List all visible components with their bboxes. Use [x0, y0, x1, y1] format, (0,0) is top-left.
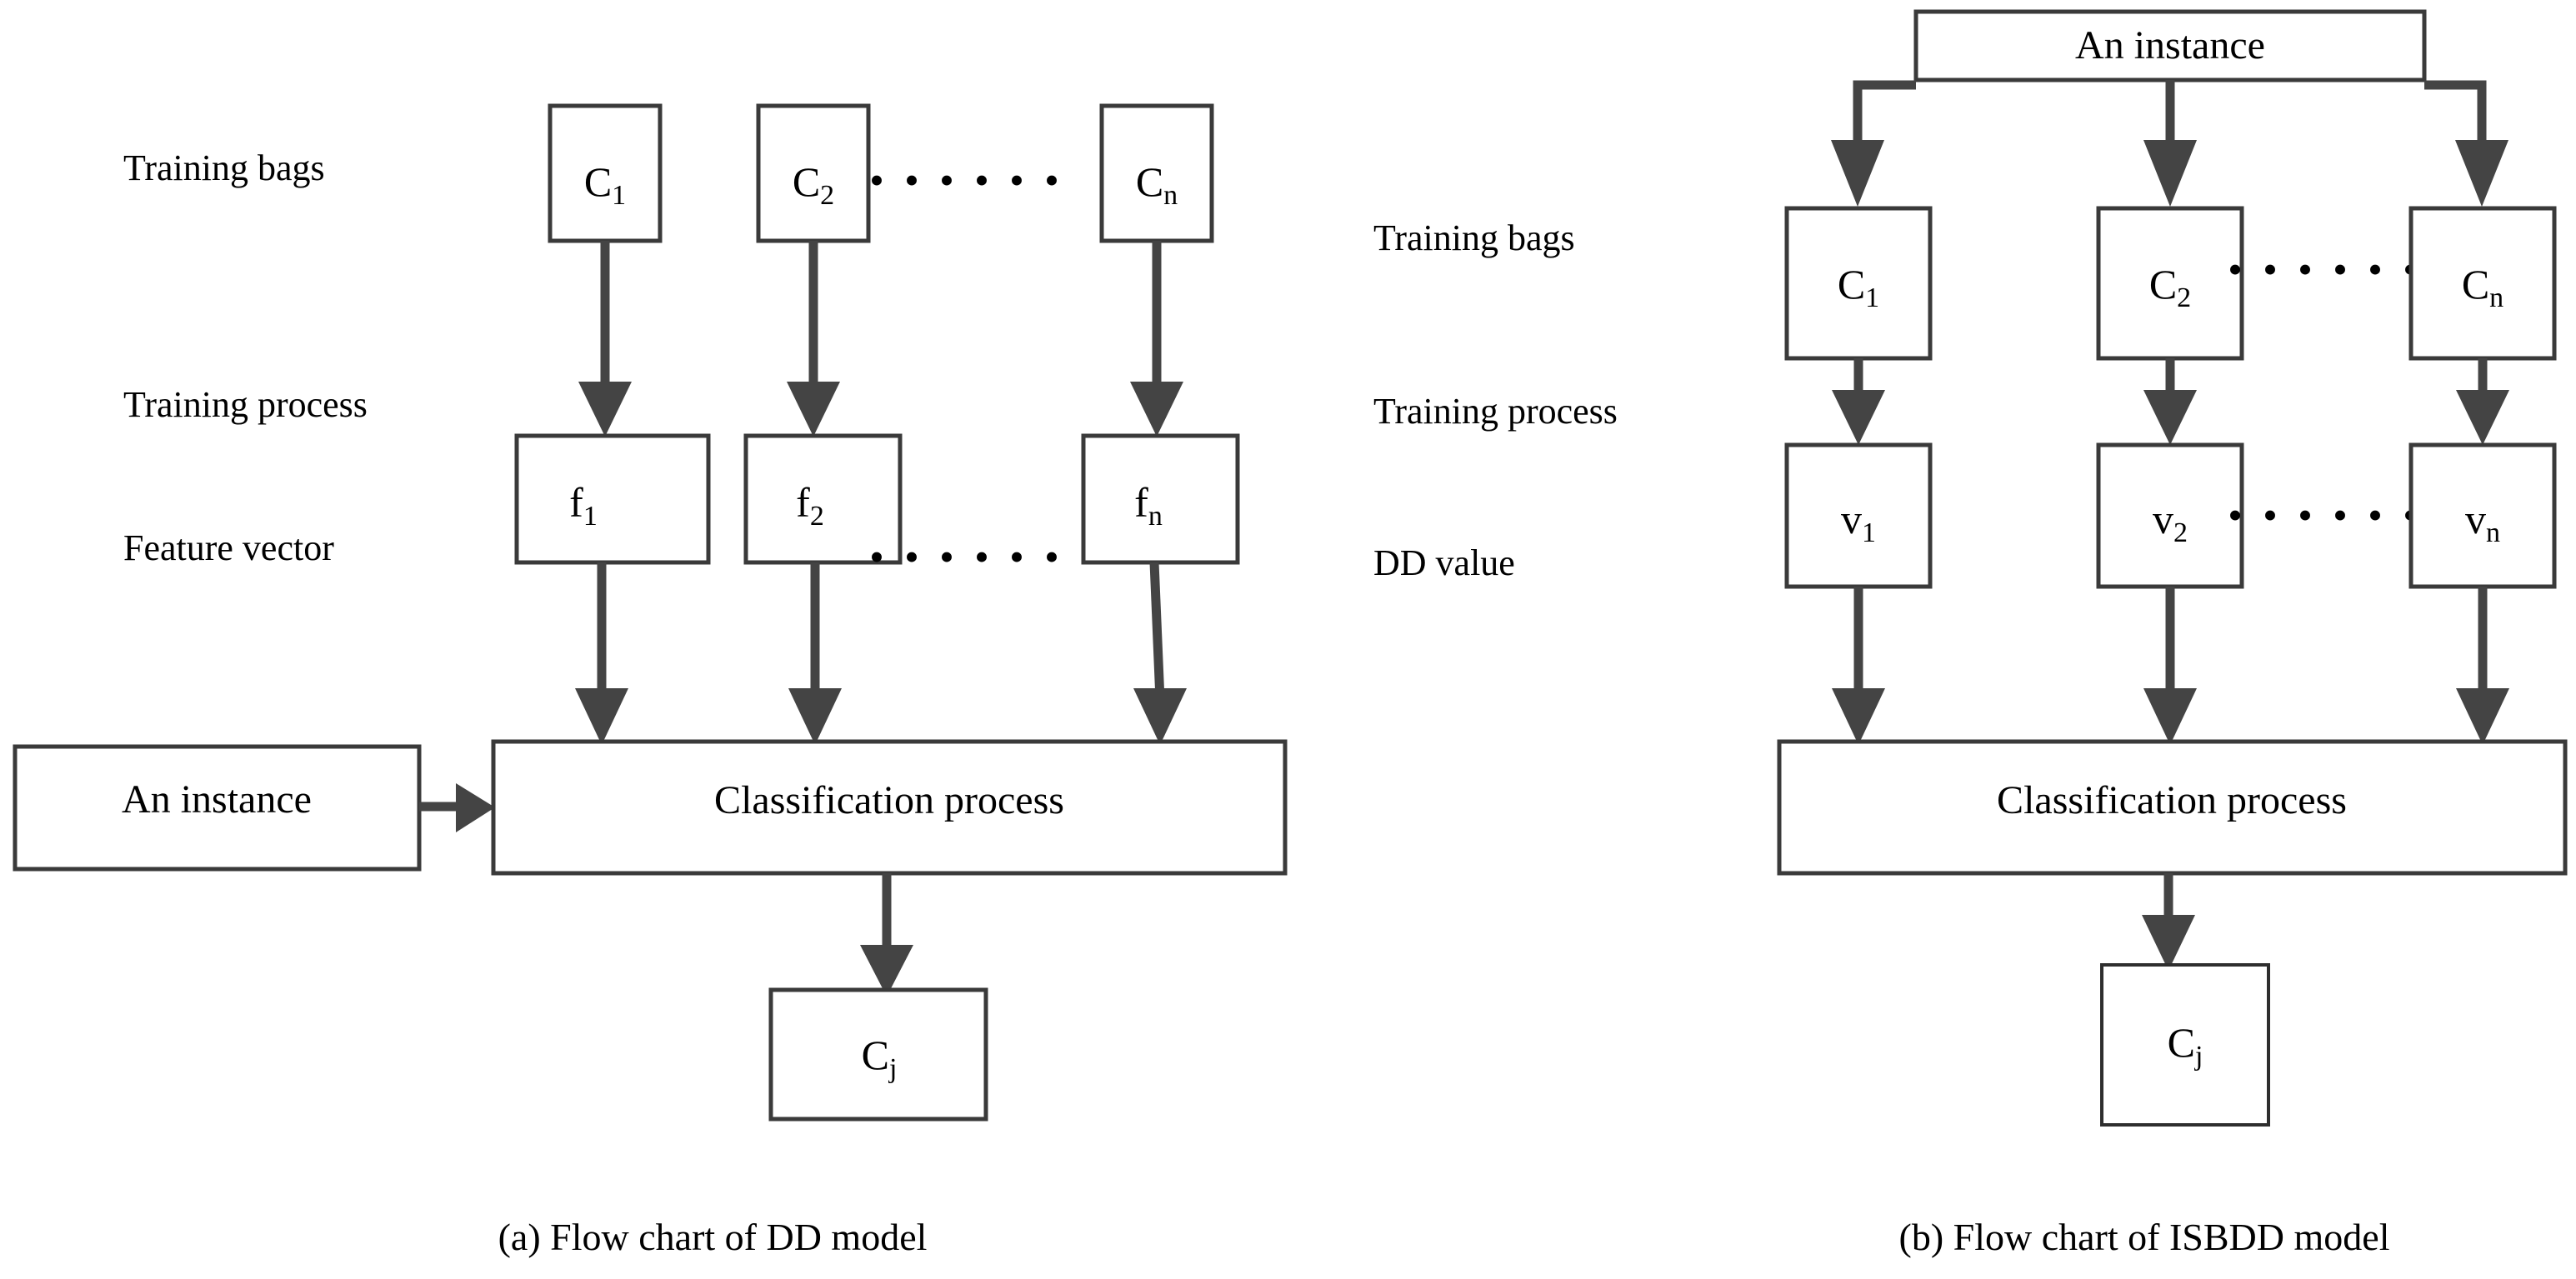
panel-a-arrow-instance-to-classification — [419, 783, 495, 832]
panel-a-arrow-bagn-to-fn — [1130, 241, 1183, 437]
panel-b-bag-box-n — [2408, 206, 2557, 361]
panel-a-feature-label-1: f1 — [569, 479, 598, 532]
panel-a-output-label: Cj — [862, 1032, 898, 1084]
panel-b-arrow-classification-to-output — [2142, 873, 2195, 971]
panel-b-arrow-v1-to-classification — [1832, 587, 1885, 745]
panel-a-bag-label-1: C1 — [584, 158, 626, 211]
panel-b-instance-label: An instance — [2075, 23, 2265, 67]
panel-b-classification-label: Classification process — [1997, 778, 2347, 822]
panel-a-arrow-f2-to-classification — [788, 562, 842, 745]
panel-b-arrow-bag1-to-v1 — [1832, 358, 1885, 445]
panel-b-values-ellipsis: • • • • • • — [2228, 492, 2423, 538]
panel-a-classification-box — [491, 739, 1288, 876]
panel-b-bag-label-n: Cn — [2462, 261, 2503, 313]
panel-b-output-box — [2100, 963, 2270, 1127]
panel-b-output-label: Cj — [2168, 1019, 2203, 1072]
panel-b-bag-label-1: C1 — [1838, 261, 1879, 313]
panel-a-feature-label-n: fn — [1134, 479, 1163, 532]
panel-a-feature-box-1 — [514, 433, 711, 565]
panel-a-feature-label-2: f2 — [796, 479, 824, 532]
panel-a-label-training-process: Training process — [123, 384, 368, 425]
panel-a-instance-box — [13, 744, 422, 872]
panel-b-value-box-2 — [2096, 442, 2244, 589]
panel-b-arrow-bag2-to-v2 — [2143, 358, 2197, 445]
panel-b-classification-box — [1777, 739, 2568, 876]
panel-a-bag-box-n — [1099, 103, 1214, 243]
panel-a-label-training-bags: Training bags — [123, 147, 325, 188]
panel-a-bag-box-2 — [756, 103, 871, 243]
panel-b-value-label-1: v1 — [1841, 496, 1876, 548]
panel-a-feature-box-n — [1081, 433, 1240, 565]
panel-a-arrow-bag2-to-f2 — [787, 241, 840, 437]
panel-b-arrow-instance-to-bagn — [2424, 80, 2508, 207]
panel-b-label-dd-value: DD value — [1373, 542, 1515, 583]
panel-a-output-box — [768, 987, 988, 1122]
panel-b-bag-box-1 — [1784, 206, 1933, 361]
panel-a: Training bags Training process Feature v… — [13, 103, 1288, 1258]
panel-a-bag-label-2: C2 — [793, 158, 834, 211]
panel-b-label-training-process: Training process — [1373, 391, 1618, 432]
panel-a-arrow-classification-to-output — [860, 873, 913, 997]
panel-b: Training bags Training process DD value … — [1373, 9, 2568, 1258]
panel-b-value-box-1 — [1784, 442, 1933, 589]
panel-a-feature-box-2 — [743, 433, 903, 565]
panel-b-arrow-vn-to-classification — [2456, 587, 2509, 745]
panel-b-bags-ellipsis: • • • • • • — [2228, 246, 2423, 292]
panel-b-arrow-instance-to-bag1 — [1831, 80, 1916, 207]
panel-a-arrow-fn-to-classification — [1133, 562, 1187, 745]
panel-a-arrow-f1-to-classification — [575, 562, 628, 745]
panel-b-arrow-instance-to-bag2 — [2143, 80, 2197, 207]
panel-b-arrow-bagn-to-vn — [2456, 358, 2509, 445]
panel-a-arrow-bag1-to-f1 — [578, 241, 632, 437]
panel-b-instance-box — [1913, 9, 2427, 82]
panel-a-classification-label: Classification process — [714, 778, 1064, 822]
panel-b-bag-label-2: C2 — [2149, 261, 2191, 313]
panel-b-value-label-2: v2 — [2153, 496, 2188, 548]
panel-b-value-label-n: vn — [2465, 496, 2500, 548]
panel-a-features-ellipsis: • • • • • • — [869, 533, 1064, 580]
panel-b-caption: (b) Flow chart of ISBDD model — [1899, 1216, 2390, 1258]
panel-b-label-training-bags: Training bags — [1373, 217, 1575, 258]
panel-a-instance-label: An instance — [122, 777, 312, 822]
panel-a-bag-label-n: Cn — [1136, 158, 1178, 211]
panel-a-caption: (a) Flow chart of DD model — [498, 1216, 928, 1258]
panel-a-label-feature-vector: Feature vector — [123, 527, 334, 568]
panel-b-arrow-v2-to-classification — [2143, 587, 2197, 745]
panel-a-bag-box-1 — [548, 103, 663, 243]
panel-a-bags-ellipsis: • • • • • • — [869, 157, 1064, 203]
